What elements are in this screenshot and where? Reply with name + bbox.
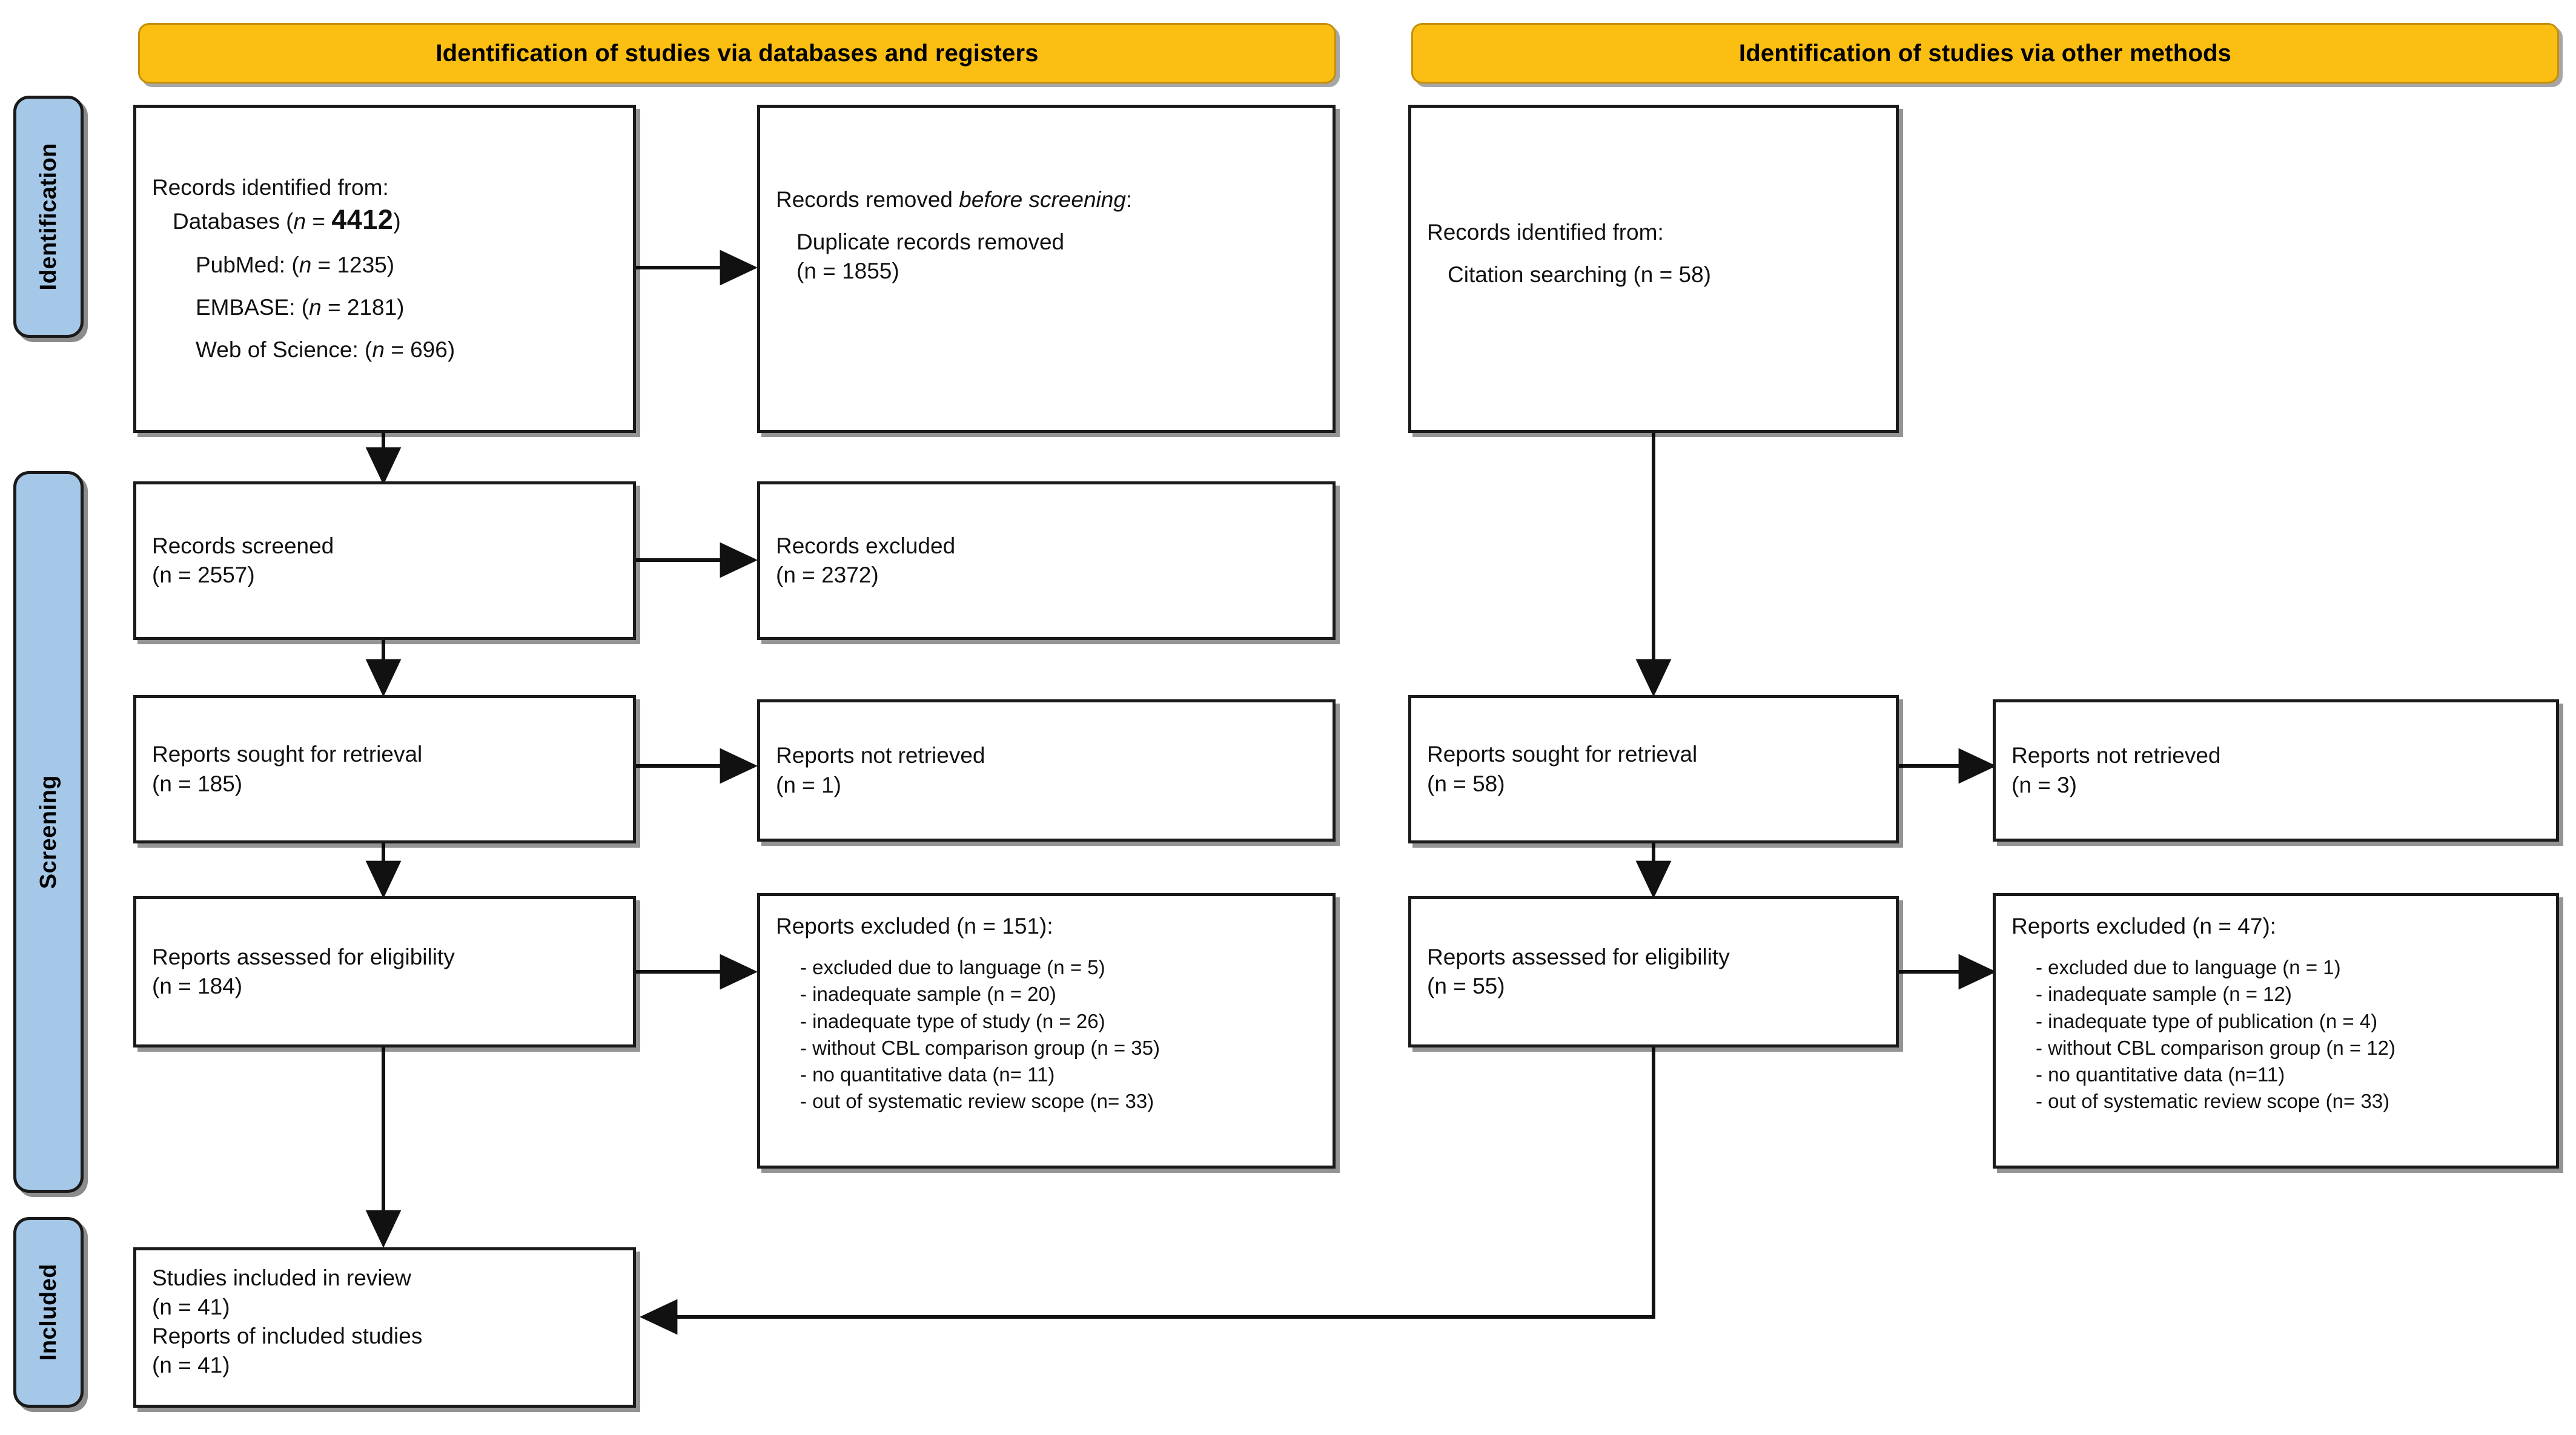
reports-assessed-right-count: (n = 55) (1427, 974, 1505, 998)
box-records-removed-before-screening: Records removed before screening: Duplic… (757, 105, 1336, 433)
reports-excluded-right-item: - inadequate type of publication (n = 4) (2036, 1009, 2378, 1032)
phase-bar-label: Identification of studies via databases … (435, 39, 1039, 67)
wos-value: 696 (410, 337, 448, 363)
records-identified-heading: Records identified from: (152, 174, 389, 200)
reports-assessed-right-label: Reports assessed for eligibility (1427, 944, 1730, 969)
records-identified-databases-count: Databases (n = 4412) (152, 202, 617, 238)
stage-tab-included: Included (13, 1217, 84, 1408)
reports-excluded-right-item: - excluded due to language (n = 1) (2036, 956, 2341, 979)
box-reports-not-retrieved-left: Reports not retrieved (n = 1) (757, 699, 1336, 842)
n-italic: n (309, 295, 322, 320)
reports-excluded-left-item: - without CBL comparison group (n = 35) (800, 1036, 1160, 1059)
n-italic: n (299, 252, 312, 278)
embase-value: 2181 (346, 295, 397, 320)
reports-excluded-right-item: - no quantitative data (n=11) (2036, 1063, 2285, 1086)
stage-tab-label: Identification (35, 143, 61, 291)
paren: ) (393, 208, 401, 234)
records-identified-pubmed: PubMed: (n = 1235) (152, 251, 617, 280)
box-reports-sought-left: Reports sought for retrieval (n = 185) (133, 695, 636, 843)
box-reports-sought-right: Reports sought for retrieval (n = 58) (1408, 695, 1899, 843)
heading-suffix: : (1125, 187, 1133, 212)
heading-prefix: Records removed (776, 187, 959, 212)
records-identified-other-heading: Records identified from: (1427, 220, 1664, 245)
db-label: Databases ( (173, 208, 294, 234)
heading-italic: before screening (959, 187, 1126, 212)
box-reports-excluded-left: Reports excluded (n = 151): - excluded d… (757, 893, 1336, 1169)
reports-included-count: (n = 41) (152, 1353, 230, 1378)
reports-sought-right-label: Reports sought for retrieval (1427, 742, 1698, 767)
reports-excluded-right-item: - out of systematic review scope (n= 33) (2036, 1090, 2390, 1113)
reports-not-retrieved-left-count: (n = 1) (776, 772, 841, 797)
duplicate-records-removed-label: Duplicate records removed (796, 229, 1065, 255)
db-value: 4412 (331, 203, 394, 235)
studies-included-label: Studies included in review (152, 1265, 411, 1290)
eq: = (321, 295, 347, 320)
records-screened-count: (n = 2557) (152, 562, 255, 587)
reports-sought-right-count: (n = 58) (1427, 771, 1505, 796)
records-excluded-label: Records excluded (776, 533, 956, 558)
records-identified-wos: Web of Science: (n = 696) (152, 335, 617, 365)
eq: = (311, 252, 337, 278)
box-records-identified-other: Records identified from: Citation search… (1408, 105, 1899, 433)
box-records-identified-databases: Records identified from: Databases (n = … (133, 105, 636, 433)
paren: ) (386, 252, 395, 278)
reports-assessed-left-count: (n = 184) (152, 974, 243, 998)
records-removed-heading: Records removed before screening: (776, 185, 1317, 214)
reports-excluded-left-item: - inadequate sample (n = 20) (800, 983, 1056, 1006)
stage-tab-label: Included (35, 1264, 61, 1361)
reports-excluded-left-item: - no quantitative data (n= 11) (800, 1063, 1055, 1086)
pubmed-value: 1235 (337, 252, 387, 278)
stage-tab-screening: Screening (13, 471, 84, 1193)
paren: ) (447, 337, 455, 363)
box-records-excluded: Records excluded (n = 2372) (757, 481, 1336, 640)
box-studies-included: Studies included in review (n = 41) Repo… (133, 1247, 636, 1408)
records-identified-embase: EMBASE: (n = 2181) (152, 293, 617, 322)
records-screened-label: Records screened (152, 533, 334, 558)
duplicate-records-removed-count: (n = 1855) (796, 259, 899, 284)
embase-label: EMBASE: ( (196, 295, 310, 320)
reports-not-retrieved-left-label: Reports not retrieved (776, 743, 985, 768)
reports-excluded-left-item: - out of systematic review scope (n= 33) (800, 1090, 1154, 1113)
box-reports-not-retrieved-right: Reports not retrieved (n = 3) (1993, 699, 2559, 842)
reports-not-retrieved-right-label: Reports not retrieved (2011, 743, 2221, 768)
reports-sought-left-count: (n = 185) (152, 771, 243, 796)
reports-excluded-right-item: - without CBL comparison group (n = 12) (2036, 1036, 2396, 1059)
reports-excluded-right-item: - inadequate sample (n = 12) (2036, 983, 2292, 1006)
studies-included-count: (n = 41) (152, 1295, 230, 1320)
records-excluded-count: (n = 2372) (776, 562, 879, 587)
reports-included-label: Reports of included studies (152, 1324, 423, 1349)
reports-excluded-right-heading: Reports excluded (n = 47): (2011, 914, 2277, 939)
n-italic: n (372, 337, 385, 363)
reports-not-retrieved-right-count: (n = 3) (2011, 772, 2077, 797)
reports-assessed-left-label: Reports assessed for eligibility (152, 944, 455, 969)
stage-tab-identification: Identification (13, 96, 84, 338)
reports-excluded-left-heading: Reports excluded (n = 151): (776, 914, 1053, 939)
pubmed-label: PubMed: ( (196, 252, 299, 278)
eq: = (384, 337, 411, 363)
box-reports-excluded-right: Reports excluded (n = 47): - excluded du… (1993, 893, 2559, 1169)
wos-label: Web of Science: ( (196, 337, 372, 363)
reports-sought-left-label: Reports sought for retrieval (152, 742, 423, 767)
n-italic: n (293, 208, 306, 234)
reports-excluded-left-item: - excluded due to language (n = 5) (800, 956, 1105, 979)
citation-searching-count: Citation searching (n = 58) (1448, 262, 1711, 288)
phase-bar-other-methods: Identification of studies via other meth… (1411, 23, 2559, 84)
paren: ) (397, 295, 405, 320)
reports-excluded-left-item: - inadequate type of study (n = 26) (800, 1009, 1105, 1032)
box-reports-assessed-right: Reports assessed for eligibility (n = 55… (1408, 896, 1899, 1047)
box-reports-assessed-left: Reports assessed for eligibility (n = 18… (133, 896, 636, 1047)
stage-tab-label: Screening (35, 774, 61, 889)
phase-bar-label: Identification of studies via other meth… (1738, 39, 2232, 67)
box-records-screened: Records screened (n = 2557) (133, 481, 636, 640)
phase-bar-databases-registers: Identification of studies via databases … (138, 23, 1336, 84)
eq: = (306, 208, 332, 234)
